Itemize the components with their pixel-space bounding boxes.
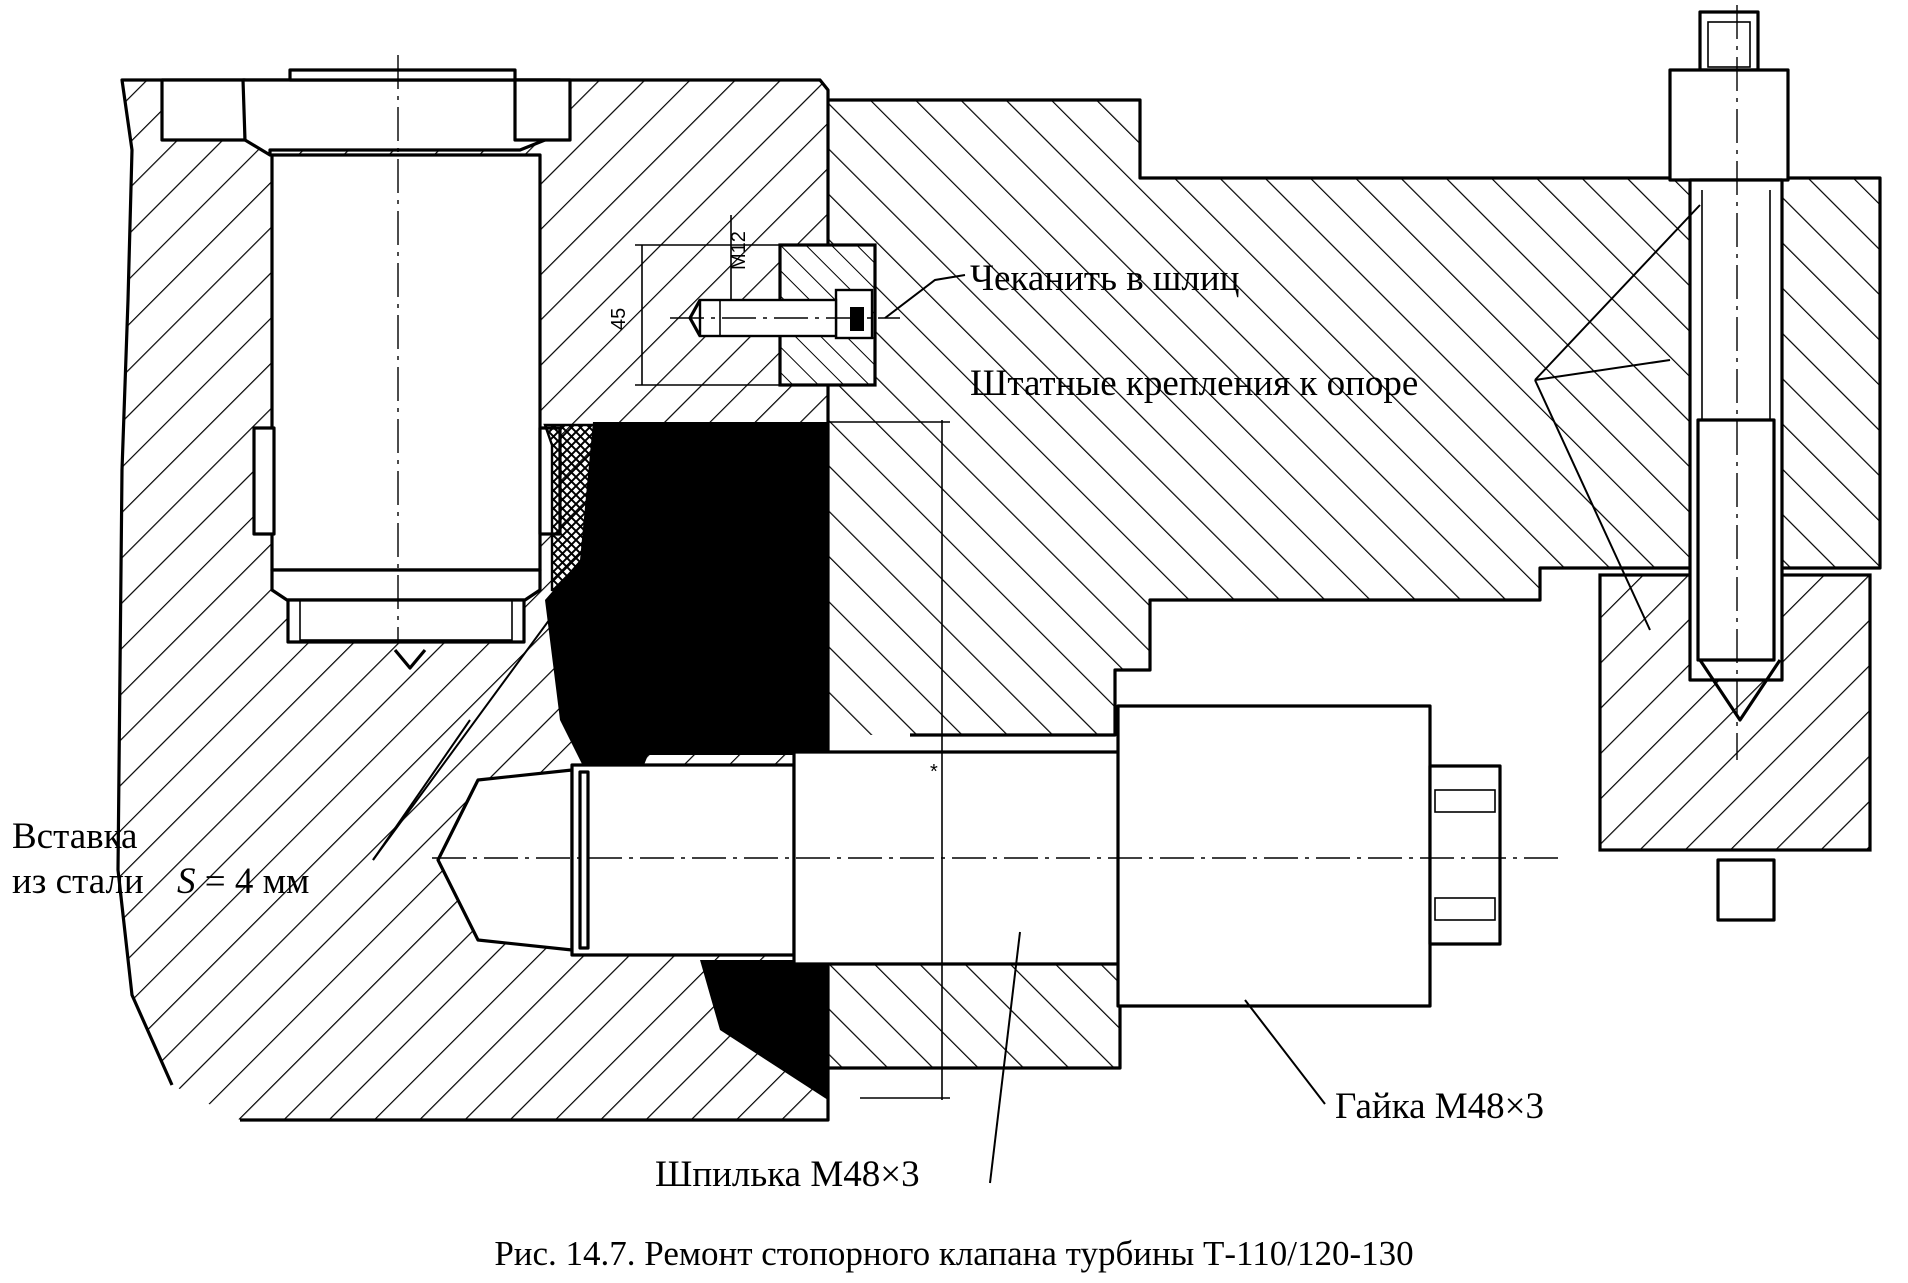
- label-vstavka-2-prefix: из стали: [12, 861, 144, 902]
- label-vstavka-2-var: S: [177, 861, 196, 902]
- dimension-45: 45: [608, 308, 630, 330]
- label-chekanit: Чеканить в шлиц: [970, 258, 1239, 299]
- label-vstavka-1: Вставка: [12, 816, 137, 857]
- label-vstavka-2: из стали S = 4 мм: [12, 861, 309, 902]
- valve-stem-cylinder: [160, 68, 572, 670]
- dimension-star: *: [930, 761, 938, 783]
- stud-m48: [432, 704, 1560, 1008]
- support-fastening-bolt: [1668, 5, 1790, 922]
- label-shtatnye: Штатные крепления к опоре: [970, 363, 1418, 404]
- label-shpilka: Шпилька М48×3: [655, 1154, 920, 1195]
- label-gaika: Гайка М48×3: [1335, 1086, 1544, 1127]
- dimension-lines: [635, 215, 950, 1100]
- label-vstavka-2-value: = 4 мм: [205, 861, 310, 902]
- support-body-right: [828, 98, 1882, 1070]
- steel-insert: [543, 422, 828, 1100]
- leader-lines: [372, 204, 1701, 1184]
- figure-caption: Рис. 14.7. Ремонт стопорного клапана тур…: [494, 1234, 1413, 1273]
- locking-screw: [670, 243, 900, 387]
- dimension-m12: М12: [728, 231, 750, 270]
